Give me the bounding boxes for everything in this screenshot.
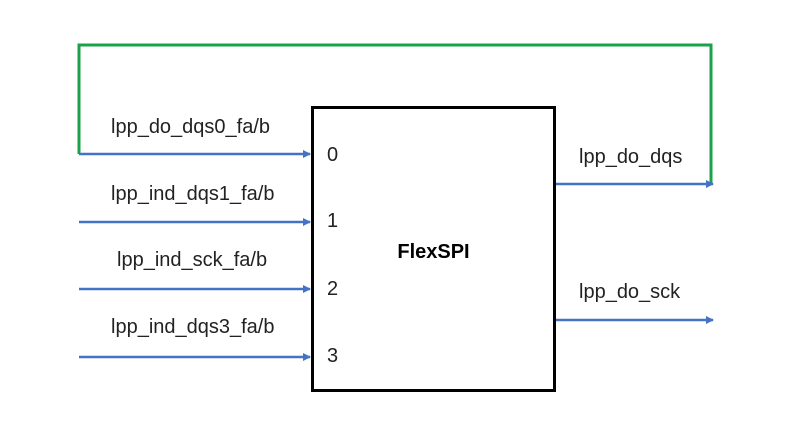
input-label-0: lpp_do_dqs0_fa/b xyxy=(111,116,271,138)
port-label-3: 3 xyxy=(327,345,339,367)
flexspi-block: FlexSPI xyxy=(311,106,556,392)
input-label-2: lpp_ind_sck_fa/b xyxy=(117,249,268,271)
input-label-1: lpp_ind_dqs1_fa/b xyxy=(111,183,275,205)
port-label-2: 2 xyxy=(327,278,339,300)
output-label-sck: lpp_do_sck xyxy=(579,281,681,303)
block-title: FlexSPI xyxy=(397,241,470,263)
output-label-dqs: lpp_do_dqs xyxy=(579,146,683,168)
input-label-3: lpp_ind_dqs3_fa/b xyxy=(111,316,275,338)
port-label-1: 1 xyxy=(327,210,339,232)
port-label-0: 0 xyxy=(327,144,339,166)
feedback-wire xyxy=(77,43,713,184)
